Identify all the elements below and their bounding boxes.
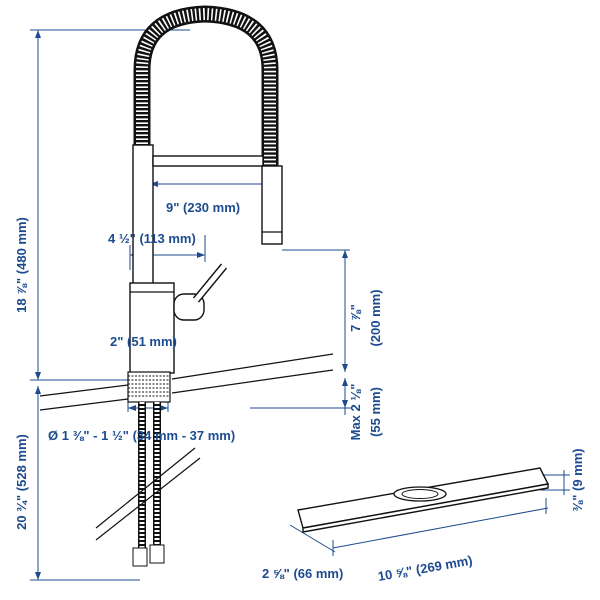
faucet-body bbox=[132, 144, 154, 286]
label-hose-length: 20 ¾" (528 mm) bbox=[14, 434, 29, 530]
label-total-height: 18 ⅞" (480 mm) bbox=[14, 217, 29, 313]
label-max-deck-mm: (55 mm) bbox=[368, 387, 383, 437]
label-plate-thickness: ⅜" (9 mm) bbox=[570, 448, 585, 511]
label-hole-diameter: Ø 1 ⅜" - 1 ½" (34 mm - 37 mm) bbox=[48, 428, 235, 443]
label-spout-height-mm: (200 mm) bbox=[368, 289, 383, 346]
label-plate-width: 10 ⅝" (269 mm) bbox=[377, 553, 474, 584]
label-spout-reach: 9" (230 mm) bbox=[166, 200, 240, 215]
label-body-offset: 4 ½" (113 mm) bbox=[108, 231, 196, 246]
countertop bbox=[39, 353, 334, 541]
label-base-diameter: 2" (51 mm) bbox=[110, 334, 177, 349]
spring-hose bbox=[133, 5, 279, 168]
faucet-base bbox=[129, 282, 175, 374]
spout-arm bbox=[152, 155, 264, 167]
spray-head bbox=[261, 165, 283, 245]
deck-plate bbox=[297, 467, 550, 533]
label-spout-height: 7 ⅞" bbox=[348, 304, 363, 332]
label-plate-depth: 2 ⅝" (66 mm) bbox=[262, 566, 343, 581]
handle-hub bbox=[173, 293, 205, 321]
label-max-deck: Max 2 ⅛" bbox=[348, 384, 363, 441]
